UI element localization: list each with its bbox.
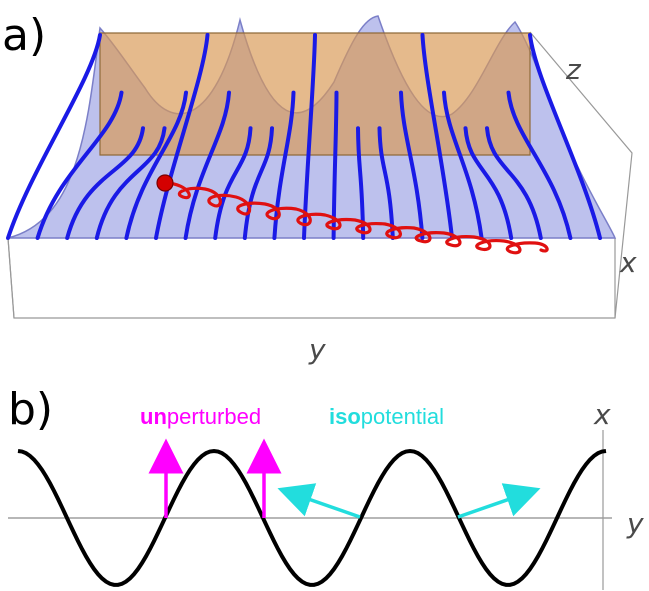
field-line: [331, 90, 339, 240]
isopotential-label: isopotential: [329, 404, 444, 429]
panel-a: a) z x y: [2, 10, 637, 366]
isopotential-rest: potential: [361, 404, 444, 429]
field-line: [213, 126, 253, 240]
panel-a-box: [7, 31, 633, 319]
field-line: [183, 90, 231, 240]
particle-trajectory: [164, 181, 549, 255]
panel-b-y-label: y: [626, 507, 644, 540]
field-line: [272, 90, 296, 240]
panel-b-x-label: x: [593, 398, 611, 431]
cosine-curve: [17, 448, 607, 587]
panel-b-label: b): [8, 384, 53, 435]
panel-a-z-label: z: [565, 53, 582, 86]
panel-b: b) unperturbed isopotential x y: [8, 384, 644, 590]
field-line: [485, 126, 543, 240]
unperturbed-rest: perturbed: [167, 404, 261, 429]
field-line: [399, 90, 425, 240]
isopotential-arrow-1: [277, 483, 361, 519]
field-line: [35, 90, 124, 240]
orange-plane: [99, 32, 531, 156]
field-line: [242, 126, 274, 240]
isopotential-arrow-2: [457, 483, 541, 519]
unperturbed-bold: un: [140, 404, 167, 429]
isopotential-bold: iso: [329, 404, 361, 429]
field-line: [356, 126, 366, 240]
field-line: [506, 90, 573, 240]
field-line: [154, 33, 210, 240]
field-line: [528, 33, 602, 240]
panel-a-y-label: y: [308, 333, 326, 366]
field-line: [377, 126, 395, 240]
field-line: [124, 90, 188, 240]
particle: [156, 174, 174, 192]
field-line: [463, 126, 514, 240]
field-line: [65, 126, 145, 240]
field-lines: [6, 33, 602, 240]
panel-a-x-label: x: [619, 246, 637, 279]
field-line: [442, 90, 484, 240]
panel-a-label: a): [2, 10, 46, 61]
field-line: [6, 33, 102, 240]
field-line: [94, 126, 167, 240]
unperturbed-label: unperturbed: [140, 404, 261, 429]
field-line: [420, 33, 454, 240]
